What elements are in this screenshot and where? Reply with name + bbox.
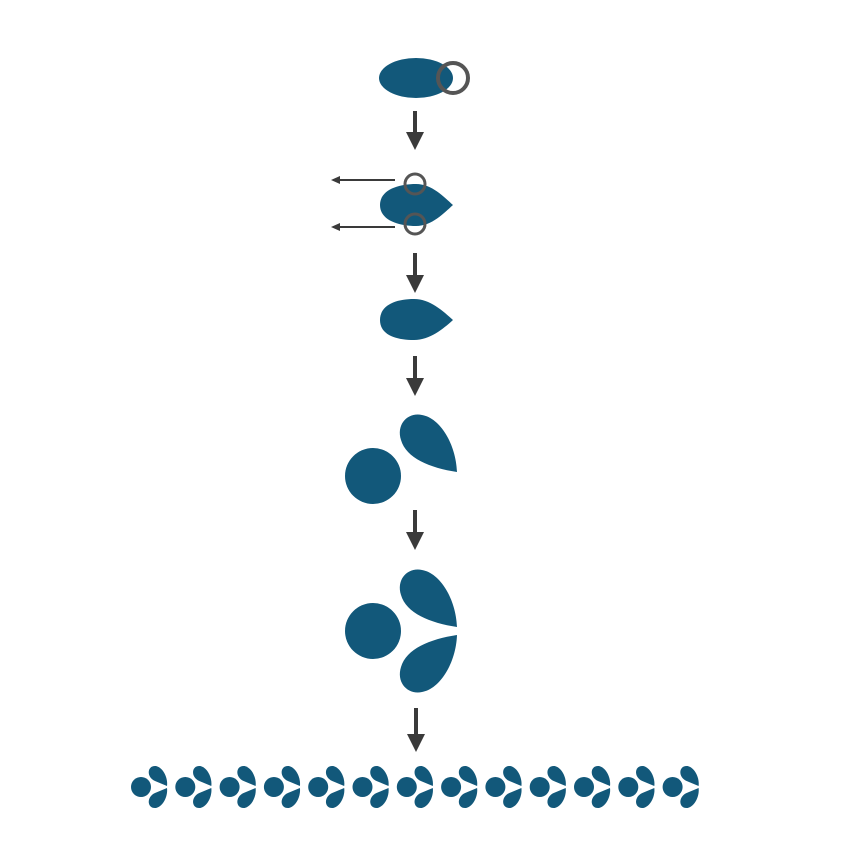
pattern-motif	[396, 765, 433, 809]
petal-shape	[399, 414, 457, 472]
petal-shape-bottom	[399, 635, 457, 693]
step-repeated-pattern-border	[131, 765, 699, 809]
down-arrow	[406, 111, 424, 150]
circle-shape	[345, 448, 401, 504]
pattern-motif	[618, 765, 655, 809]
pattern-motif	[219, 765, 256, 809]
pattern-motif	[175, 765, 212, 809]
pattern-motif	[662, 765, 699, 809]
step-circle-plus-two-petals	[345, 569, 457, 693]
step-circle-plus-petal	[345, 414, 457, 504]
circle-shape	[345, 603, 401, 659]
top-handle[interactable]	[403, 172, 427, 196]
step-teardrop	[380, 299, 453, 340]
pattern-motif	[131, 765, 168, 809]
pattern-motif	[308, 765, 345, 809]
pattern-motif	[485, 765, 522, 809]
down-arrow	[407, 708, 425, 752]
step-ellipse-with-handle	[379, 58, 470, 98]
pattern-motif	[263, 765, 301, 809]
bottom-handle[interactable]	[403, 212, 427, 236]
teardrop-shape	[380, 299, 453, 340]
teardrop-shape	[380, 184, 453, 226]
down-arrow	[406, 510, 424, 550]
ellipse-shape	[379, 58, 453, 98]
step-ellipse-handles-dragged	[331, 172, 453, 236]
pattern-motif	[574, 765, 611, 809]
petal-shape-top	[399, 569, 457, 627]
anchor-handle[interactable]	[436, 61, 470, 95]
pattern-motif	[441, 765, 478, 809]
down-arrow	[406, 253, 424, 293]
pattern-motif	[529, 765, 566, 809]
pattern-motif	[352, 765, 389, 809]
down-arrow	[406, 356, 424, 396]
